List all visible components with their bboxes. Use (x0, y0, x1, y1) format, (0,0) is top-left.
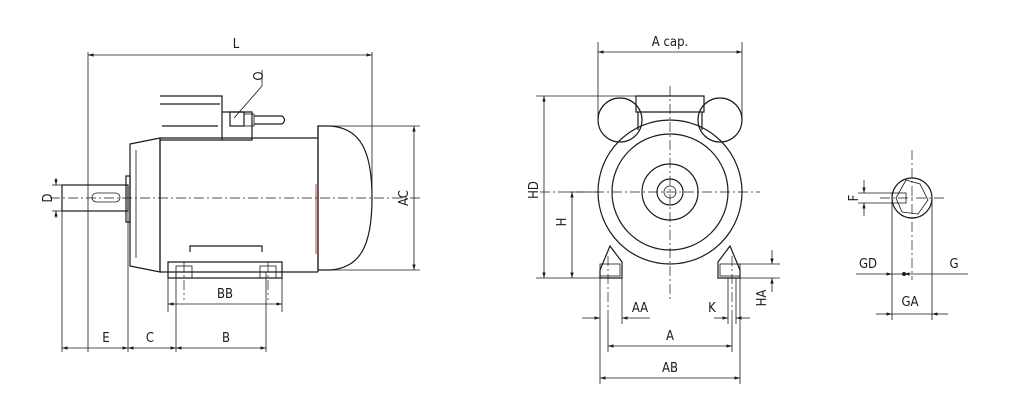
shaft-section-view: F GD G GA (847, 150, 968, 320)
dim-label-AC: AC (397, 190, 412, 206)
motor-body-outline (159, 137, 318, 273)
dim-label-AA: AA (632, 301, 648, 316)
dim-label-G: G (949, 257, 958, 272)
dim-label-B: B (222, 331, 230, 346)
dim-label-GA: GA (901, 295, 918, 310)
dim-label-A: A (666, 329, 674, 344)
dim-label-HD: HD (527, 181, 542, 199)
dim-label-L: L (233, 37, 240, 52)
right-foot (717, 244, 741, 279)
dim-label-F: F (847, 194, 862, 201)
dim-label-O: O (252, 71, 267, 80)
dim-label-C: C (146, 331, 154, 346)
motor-feet (167, 261, 283, 279)
dim-label-D: D (41, 193, 56, 202)
left-foot (599, 244, 623, 279)
dim-label-H: H (555, 218, 570, 227)
front-view: A cap. HD H HA AA K A AB (527, 35, 780, 384)
dim-label-K: K (708, 301, 716, 316)
dim-label-E: E (102, 331, 109, 346)
dim-label-HA: HA (755, 290, 770, 307)
motor-foot-top (189, 245, 263, 252)
terminal-box-front (635, 95, 705, 113)
side-view: L O D AC BB E C B (41, 37, 420, 352)
terminal-box (160, 95, 223, 141)
dim-label-A-cap: A cap. (652, 35, 688, 50)
shaft-key (91, 192, 121, 203)
dim-label-AB: AB (662, 361, 678, 376)
dim-label-BB: BB (217, 287, 233, 302)
front-flange (129, 137, 161, 273)
dim-label-GD: GD (859, 257, 877, 272)
